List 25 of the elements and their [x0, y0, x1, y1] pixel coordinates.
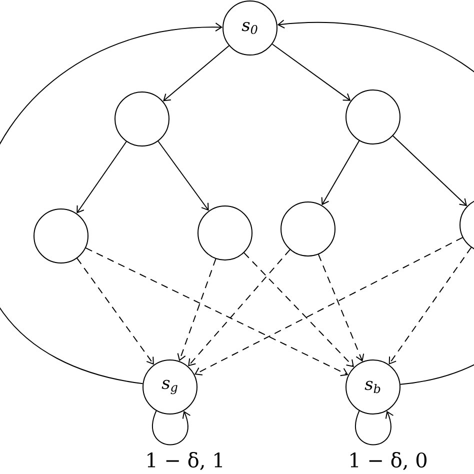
- arrow: [194, 237, 464, 376]
- state-circle: [198, 206, 252, 260]
- arrow: [272, 44, 351, 101]
- edge-label: 1 − δ, 0: [350, 452, 426, 470]
- arrow: [321, 140, 360, 206]
- loop-arrow: [152, 410, 191, 446]
- state-circle: [34, 208, 88, 264]
- curved-arrow: [277, 20, 474, 385]
- state-circle: [114, 92, 170, 146]
- arrow: [163, 45, 230, 102]
- loop-arrow: [355, 410, 394, 446]
- state-circle: [346, 90, 400, 144]
- edge-label: 1 − δ, 1: [148, 452, 222, 470]
- arrow: [318, 254, 364, 362]
- curved-arrow: [0, 22, 223, 384]
- arrow: [392, 135, 468, 206]
- arrow: [244, 252, 354, 368]
- arrow: [388, 247, 472, 365]
- arrow: [158, 140, 209, 211]
- arrow: [76, 141, 127, 214]
- arrow: [188, 249, 290, 366]
- arrow: [76, 258, 154, 365]
- arrow: [177, 258, 216, 362]
- state-circle: [280, 202, 336, 256]
- arrow: [85, 247, 348, 376]
